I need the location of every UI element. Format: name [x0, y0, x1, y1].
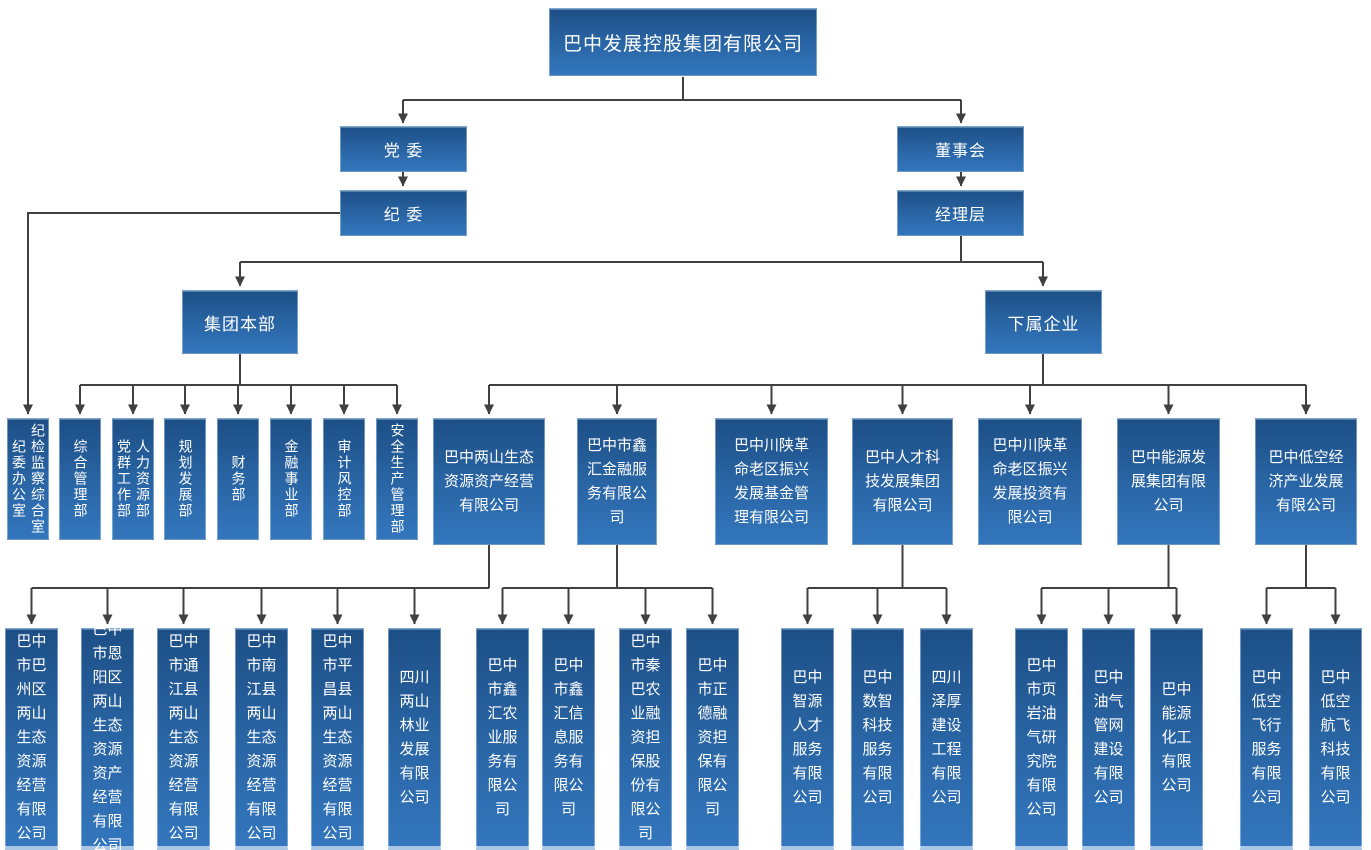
company-box-talent-tech: 巴中人才科技发展集团有限公司: [852, 418, 953, 545]
node-label: 巴中能源发展集团有限公司: [1130, 448, 1206, 514]
dept-box-financial-business: 金融事业部: [270, 418, 312, 540]
node-label: 巴中发展控股集团有限公司: [562, 33, 803, 55]
node-label: 巴中智源人才服务有限公司: [792, 668, 823, 806]
node-label: 董事会: [934, 143, 986, 160]
node-label: 巴中低空飞行服务有限公司: [1251, 668, 1282, 806]
node-label: 巴中低空航飞科技有限公司: [1320, 668, 1351, 806]
root-company-box: 巴中发展控股集团有限公司: [549, 8, 817, 76]
node-label: 下属企业: [1007, 314, 1080, 334]
headquarters-box: 集团本部: [182, 290, 298, 354]
subsidiaries-group-box: 下属企业: [985, 290, 1102, 354]
subsidiary-box: 巴中市正德融资担保有限公司: [686, 628, 739, 850]
subsidiary-box: 巴中市鑫汇农业服务有限公司: [476, 628, 529, 850]
node-label: 巴中两山生态资源资产经营有限公司: [443, 448, 534, 514]
node-label: 巴中川陕革命老区振兴发展投资有限公司: [992, 436, 1068, 526]
party-committee-box: 党 委: [340, 126, 467, 172]
node-label: 巴中市鑫汇金融服务有限公司: [586, 436, 647, 526]
node-label: 四川两山林业发展有限公司: [399, 668, 430, 806]
subsidiary-box: 巴中低空航飞科技有限公司: [1309, 628, 1362, 850]
subsidiary-box: 巴中市巴州区两山生态资源经营有限公司: [5, 628, 58, 850]
dept-box-hr-party: 人力资源部 党群工作部: [112, 418, 154, 540]
node-label: 金融事业部: [283, 439, 300, 519]
node-label: 经理层: [934, 207, 986, 224]
dept-box-discipline-office: 纪检监察综合室 纪委办公室: [7, 418, 49, 540]
node-label: 巴中市恩阳区两山生态资源资产经营有限公司: [92, 620, 123, 850]
subsidiary-box: 巴中市秦巴农业融资担保股份有限公司: [619, 628, 672, 850]
subsidiary-box: 巴中市鑫汇信息服务有限公司: [542, 628, 595, 850]
node-label: 巴中市鑫汇农业服务有限公司: [487, 656, 518, 818]
node-label: 规划发展部: [177, 439, 194, 519]
node-label: 巴中数智科技服务有限公司: [862, 668, 893, 806]
node-label: 巴中市平昌县两山生态资源经营有限公司: [322, 632, 353, 842]
company-box-revitalization-investment: 巴中川陕革命老区振兴发展投资有限公司: [978, 418, 1082, 545]
dept-box-safety: 安全生产管理部: [376, 418, 418, 540]
company-box-low-altitude-economy: 巴中低空经济产业发展有限公司: [1255, 418, 1357, 545]
subsidiary-box: 巴中市恩阳区两山生态资源资产经营有限公司: [81, 621, 134, 850]
subsidiary-box: 四川两山林业发展有限公司: [388, 628, 441, 850]
node-label: 四川泽厚建设工程有限公司: [931, 668, 962, 806]
node-label: 纪检监察综合室: [30, 423, 46, 535]
node-label: 巴中市巴州区两山生态资源经营有限公司: [16, 632, 47, 842]
subsidiary-box: 巴中智源人才服务有限公司: [781, 628, 834, 850]
management-box: 经理层: [897, 190, 1024, 236]
subsidiary-box: 巴中市南江县两山生态资源经营有限公司: [235, 628, 288, 850]
dept-box-finance: 财务部: [217, 418, 259, 540]
subsidiary-box: 巴中市页岩油气研究院有限公司: [1015, 628, 1068, 850]
node-label: 巴中市正德融资担保有限公司: [697, 656, 728, 818]
company-box-xinhui-finance: 巴中市鑫汇金融服务有限公司: [577, 418, 657, 545]
subsidiary-box: 巴中低空飞行服务有限公司: [1240, 628, 1293, 850]
node-label: 财务部: [230, 455, 247, 503]
node-label: 巴中川陕革命老区振兴发展基金管理有限公司: [733, 436, 809, 526]
node-label: 巴中市页岩油气研究院有限公司: [1026, 656, 1057, 818]
node-label: 审计风控部: [336, 439, 353, 519]
node-label: 党 委: [383, 143, 424, 160]
discipline-committee-box: 纪 委: [340, 190, 467, 236]
company-box-energy-development: 巴中能源发展集团有限公司: [1117, 418, 1220, 545]
node-label: 党群工作部: [116, 439, 132, 519]
node-label: 巴中市南江县两山生态资源经营有限公司: [246, 632, 277, 842]
node-label: 巴中市鑫汇信息服务有限公司: [553, 656, 584, 818]
dept-box-planning: 规划发展部: [164, 418, 206, 540]
board-box: 董事会: [897, 126, 1024, 172]
node-label: 安全生产管理部: [389, 423, 406, 535]
subsidiary-box: 巴中市通江县两山生态资源经营有限公司: [157, 628, 210, 850]
company-box-liangshan-assets: 巴中两山生态资源资产经营有限公司: [433, 418, 545, 545]
node-label: 巴中市秦巴农业融资担保股份有限公司: [630, 632, 661, 842]
node-label: 人力资源部: [135, 439, 151, 519]
subsidiary-box: 巴中市平昌县两山生态资源经营有限公司: [311, 628, 364, 850]
node-label: 综合管理部: [72, 439, 89, 519]
company-box-fund-management: 巴中川陕革命老区振兴发展基金管理有限公司: [715, 418, 828, 545]
node-label: 纪委办公室: [11, 439, 27, 519]
node-label: 纪 委: [383, 207, 424, 224]
node-label: 集团本部: [204, 314, 276, 334]
node-label: 巴中油气管网建设有限公司: [1093, 668, 1124, 806]
dept-box-general-admin: 综合管理部: [59, 418, 101, 540]
subsidiary-box: 巴中能源化工有限公司: [1150, 628, 1203, 850]
subsidiary-box: 巴中油气管网建设有限公司: [1082, 628, 1135, 850]
node-label: 巴中市通江县两山生态资源经营有限公司: [168, 632, 199, 842]
node-label: 巴中人才科技发展集团有限公司: [864, 448, 940, 514]
node-label: 巴中能源化工有限公司: [1161, 680, 1192, 794]
subsidiary-box: 四川泽厚建设工程有限公司: [920, 628, 973, 850]
dept-box-audit-risk: 审计风控部: [323, 418, 365, 540]
subsidiary-box: 巴中数智科技服务有限公司: [851, 628, 904, 850]
node-label: 巴中低空经济产业发展有限公司: [1268, 448, 1344, 514]
